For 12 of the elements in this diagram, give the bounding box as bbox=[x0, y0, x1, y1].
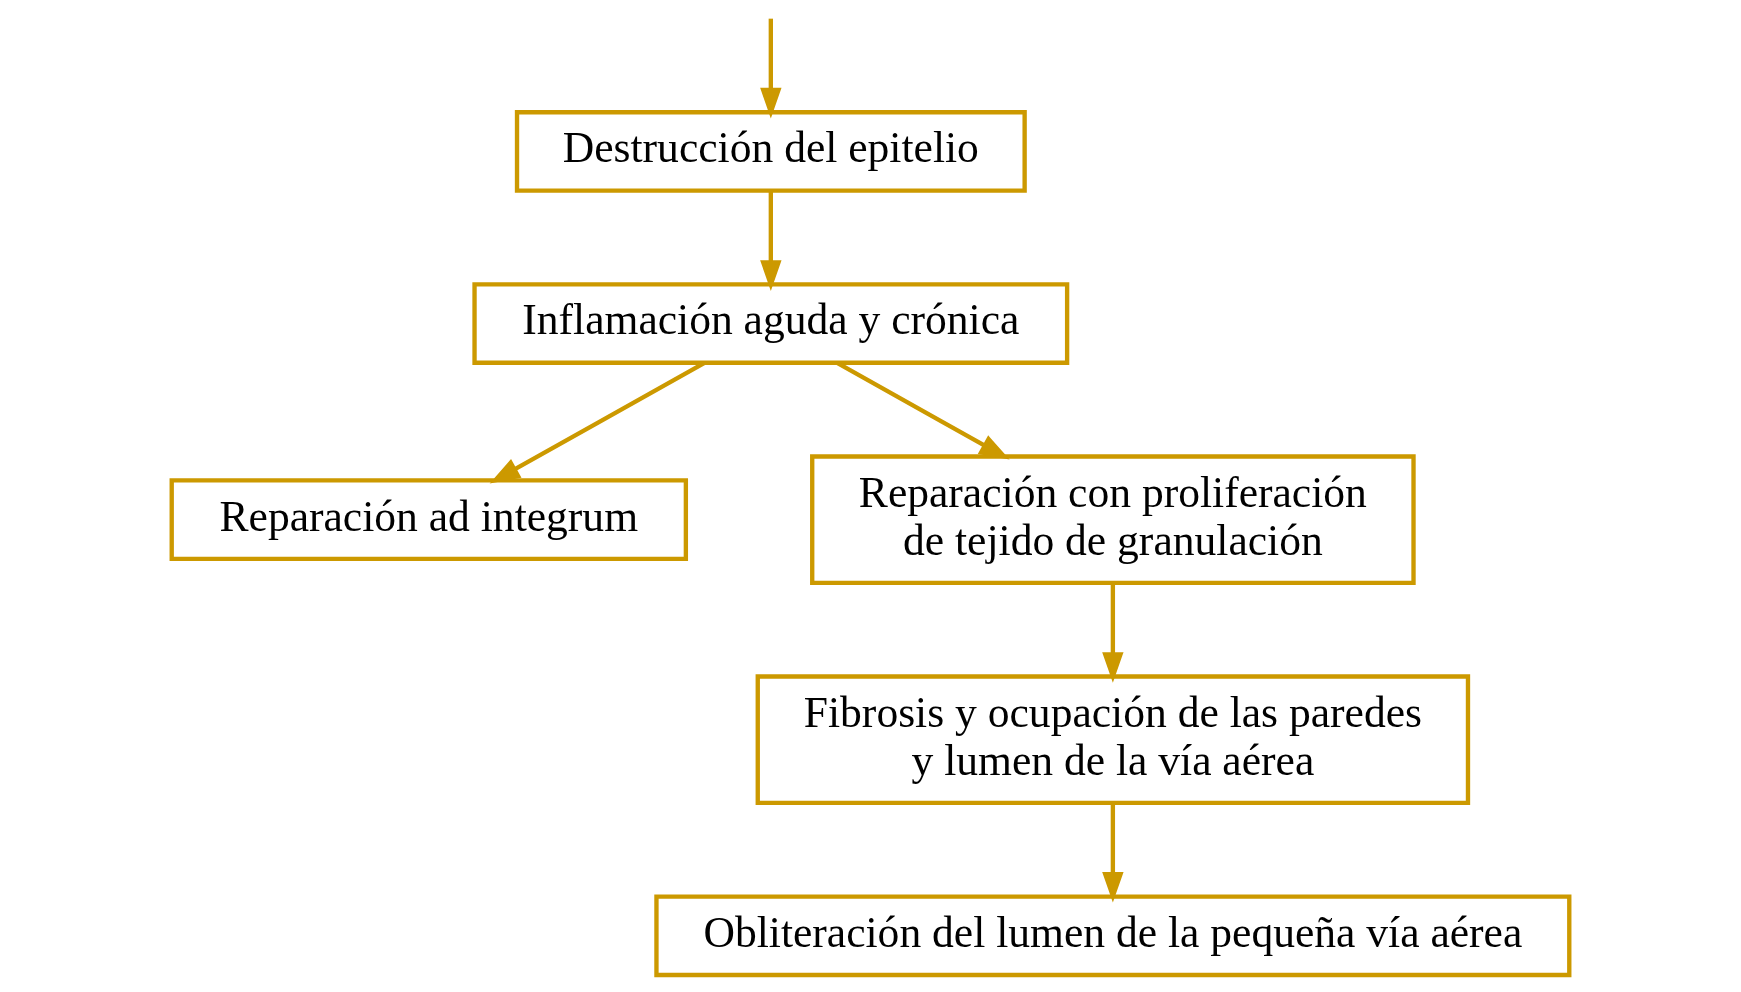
node-box: Fibrosis y ocupación de las paredes y lumen de la vía aérea bbox=[755, 674, 1471, 806]
arrow bbox=[1102, 583, 1124, 683]
arrow bbox=[836, 361, 1010, 460]
arrow bbox=[1102, 803, 1124, 903]
arrow bbox=[489, 361, 706, 484]
node-box: Reparación ad integrum bbox=[169, 478, 689, 562]
node-box: Obliteración del lumen de la pequeña vía aérea bbox=[654, 894, 1572, 978]
node-box: Inflamación aguda y crónica bbox=[472, 282, 1070, 365]
arrow bbox=[760, 190, 782, 291]
node-box: Reparación con proliferación de tejido de granulación bbox=[810, 454, 1416, 585]
node-box: Destrucción del epitelio bbox=[514, 110, 1027, 193]
arrow bbox=[760, 18, 782, 119]
